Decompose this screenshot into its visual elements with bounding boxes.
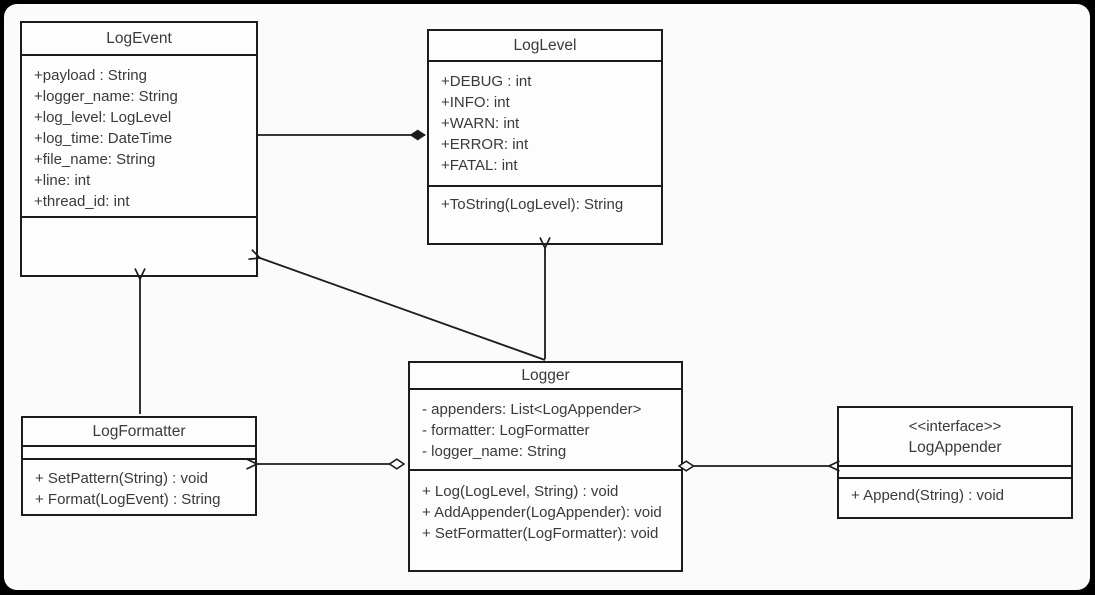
class-name: LogEvent xyxy=(106,30,172,47)
attributes-compartment-empty xyxy=(839,467,1071,479)
attribute: +thread_id: int xyxy=(34,193,130,210)
attribute: +line: int xyxy=(34,172,91,189)
class-title-logger: Logger xyxy=(410,363,681,390)
methods-compartment: + Log(LogLevel, String) : void + AddAppe… xyxy=(410,471,681,570)
diagram-panel: LogEvent +payload : String +logger_name:… xyxy=(4,4,1090,590)
method: + Append(String) : void xyxy=(851,487,1005,504)
class-box-logappender[interactable]: <<interface>> LogAppender + Append(Strin… xyxy=(837,406,1073,519)
attribute: +INFO: int xyxy=(441,94,510,111)
attribute: - logger_name: String xyxy=(422,443,567,460)
class-box-logevent[interactable]: LogEvent +payload : String +logger_name:… xyxy=(20,21,258,277)
method: +ToString(LogLevel): String xyxy=(441,196,624,213)
method: + SetFormatter(LogFormatter): void xyxy=(422,525,659,542)
attribute: +log_level: LogLevel xyxy=(34,109,172,126)
attribute: +logger_name: String xyxy=(34,88,178,105)
class-box-logger[interactable]: Logger - appenders: List<LogAppender> - … xyxy=(408,361,683,572)
class-title-loglevel: LogLevel xyxy=(429,31,661,62)
attribute: +payload : String xyxy=(34,67,147,84)
attribute: +ERROR: int xyxy=(441,136,529,153)
method: + Log(LogLevel, String) : void xyxy=(422,483,619,500)
method: + SetPattern(String) : void xyxy=(35,470,208,487)
attribute: - appenders: List<LogAppender> xyxy=(422,401,642,418)
methods-compartment: + Append(String) : void xyxy=(839,479,1071,517)
attribute: - formatter: LogFormatter xyxy=(422,422,590,439)
method: + Format(LogEvent) : String xyxy=(35,491,221,508)
class-name: LogFormatter xyxy=(92,423,186,440)
class-title-logevent: LogEvent xyxy=(22,23,256,56)
class-name: LogAppender xyxy=(908,438,1002,456)
attributes-compartment: +DEBUG : int +INFO: int +WARN: int +ERRO… xyxy=(429,62,661,187)
attributes-compartment: - appenders: List<LogAppender> - formatt… xyxy=(410,390,681,471)
methods-compartment: +ToString(LogLevel): String xyxy=(429,187,661,243)
attributes-compartment: +payload : String +logger_name: String +… xyxy=(22,56,256,218)
class-title-logappender: <<interface>> LogAppender xyxy=(839,408,1071,467)
class-name: LogLevel xyxy=(513,37,577,54)
class-box-loglevel[interactable]: LogLevel +DEBUG : int +INFO: int +WARN: … xyxy=(427,29,663,245)
class-stereotype: <<interface>> xyxy=(908,417,1002,435)
methods-compartment: + SetPattern(String) : void + Format(Log… xyxy=(23,460,255,514)
attribute: +file_name: String xyxy=(34,151,156,168)
attribute: +log_time: DateTime xyxy=(34,130,173,147)
method: + AddAppender(LogAppender): void xyxy=(422,504,662,521)
attribute: +FATAL: int xyxy=(441,157,518,174)
attributes-compartment-empty xyxy=(23,447,255,460)
attribute: +DEBUG : int xyxy=(441,73,532,90)
class-name: Logger xyxy=(521,367,570,384)
class-title-logformatter: LogFormatter xyxy=(23,418,255,447)
attribute: +WARN: int xyxy=(441,115,520,132)
class-box-logformatter[interactable]: LogFormatter + SetPattern(String) : void… xyxy=(21,416,257,516)
methods-compartment-empty xyxy=(22,218,256,275)
